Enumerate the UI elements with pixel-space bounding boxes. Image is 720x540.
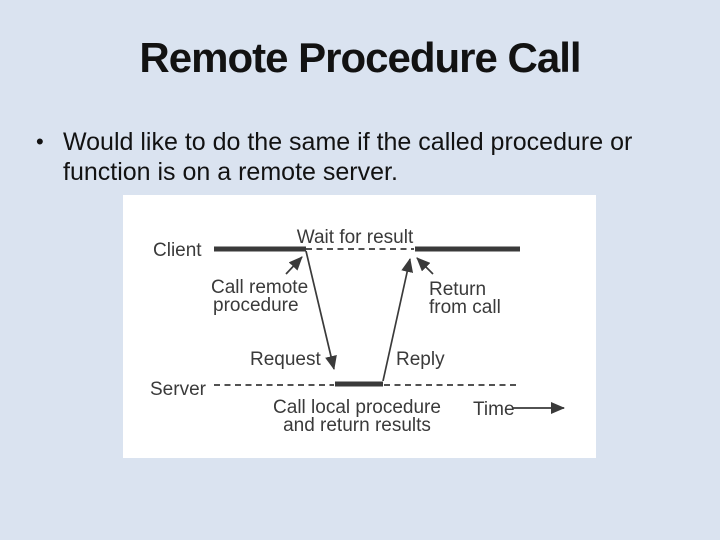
bullet-text-line2: function is on a remote server. bbox=[63, 158, 398, 186]
call-local-label-line2: and return results bbox=[283, 415, 431, 436]
return-label-line1: Return bbox=[429, 279, 486, 300]
call-local-label-line1: Call local procedure bbox=[273, 397, 441, 418]
client-label: Client bbox=[153, 240, 202, 261]
server-label: Server bbox=[150, 379, 207, 400]
return-pointer-arrow bbox=[416, 257, 434, 275]
wait-for-result-label: Wait for result bbox=[297, 227, 414, 248]
return-label-line2: from call bbox=[429, 297, 501, 318]
rpc-diagram-panel: Client Server Wait for result Call remot… bbox=[123, 195, 596, 458]
bullet-text: Would like to do the same if the called … bbox=[63, 127, 632, 187]
call-remote-label-line1: Call remote bbox=[211, 277, 308, 298]
bullet-marker: • bbox=[36, 129, 44, 154]
bullet-item: • Would like to do the same if the calle… bbox=[36, 127, 632, 187]
call-remote-label-line2: procedure bbox=[213, 295, 299, 316]
reply-label: Reply bbox=[396, 349, 445, 370]
call-remote-pointer-arrow bbox=[285, 256, 303, 275]
time-label: Time bbox=[473, 399, 515, 420]
reply-arrow bbox=[382, 258, 414, 382]
request-label: Request bbox=[250, 349, 321, 370]
bullet-text-line1: Would like to do the same if the called … bbox=[63, 128, 633, 156]
rpc-diagram: Client Server Wait for result Call remot… bbox=[150, 227, 565, 436]
request-arrow bbox=[305, 250, 337, 370]
slide-title: Remote Procedure Call bbox=[139, 34, 581, 81]
